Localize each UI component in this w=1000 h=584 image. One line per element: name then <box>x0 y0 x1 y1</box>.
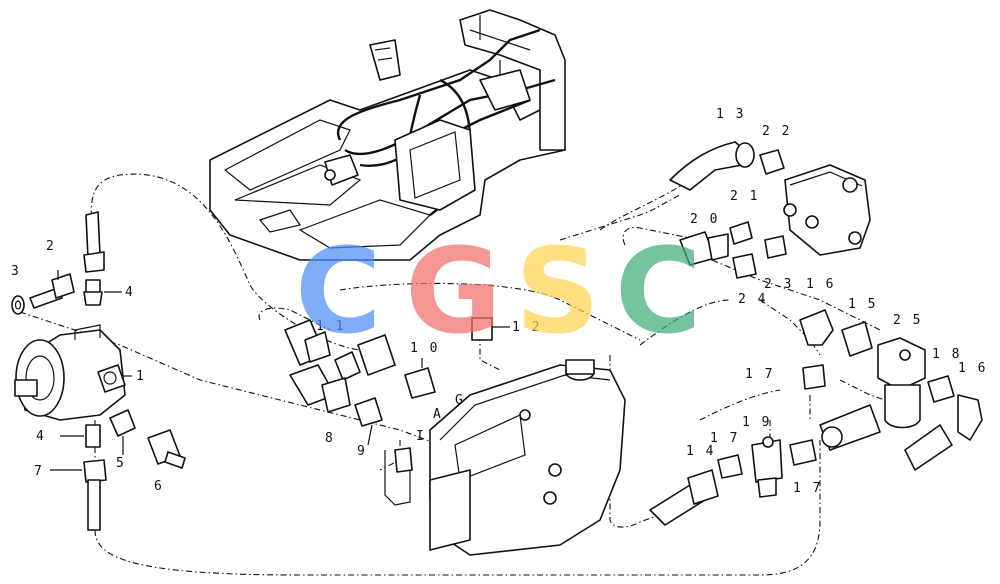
label-21: 2 1 <box>730 189 759 204</box>
bolt-2 <box>29 270 75 309</box>
fitting-22 <box>759 149 785 175</box>
label-11: 1 1 <box>316 319 345 334</box>
label-9: 9 <box>357 444 367 459</box>
switch-19 <box>751 436 783 498</box>
hose-fitting-11 <box>284 319 396 381</box>
label-17-lower: 1 7 <box>793 481 822 496</box>
label-3: 3 <box>11 264 21 279</box>
label-5: 5 <box>116 456 126 471</box>
label-19: 1 9 <box>742 415 771 430</box>
tee-fitting-6 <box>147 429 186 469</box>
fitting-9 <box>354 397 383 446</box>
label-I: I <box>416 429 426 444</box>
washer-3 <box>11 295 25 315</box>
fitting-17-upper <box>802 364 826 390</box>
fitting-23 <box>764 235 787 259</box>
cgsc-watermark: C G S C <box>295 222 702 360</box>
label-16-lower: 1 6 <box>958 361 987 376</box>
hose-7 <box>50 459 107 531</box>
label-6: 6 <box>154 479 164 494</box>
fitting-5 <box>109 409 136 455</box>
elbow-16-lower <box>957 394 983 441</box>
elbow-16-upper <box>799 309 834 346</box>
label-22: 2 2 <box>762 124 791 139</box>
label-A: A <box>433 407 443 422</box>
fitting-17-mid <box>717 454 743 479</box>
hose-right-lower <box>904 424 953 471</box>
fitting-21 <box>729 221 753 245</box>
label-10: 1 0 <box>410 341 439 356</box>
tractor-chassis-frame <box>209 9 566 261</box>
label-25: 2 5 <box>893 313 922 328</box>
label-14: 1 4 <box>686 444 715 459</box>
filter-25 <box>877 337 926 429</box>
callout-labels: 1 2 3 4 4 5 6 7 8 9 1 0 1 1 1 2 1 3 1 4 … <box>11 107 987 496</box>
hose-20 <box>679 231 729 266</box>
label-17-upper: 1 7 <box>745 367 774 382</box>
label-20: 2 0 <box>690 212 719 227</box>
hose-13 <box>669 141 755 191</box>
label-8: 8 <box>325 431 335 446</box>
watermark-letter-c1: C <box>295 222 382 360</box>
label-16-upper: 1 6 <box>806 277 835 292</box>
label-7: 7 <box>34 464 44 479</box>
fitting-4-lower <box>60 424 101 448</box>
hose-14 <box>649 469 719 526</box>
label-23: 2 3 <box>764 277 793 292</box>
fitting-10 <box>404 358 436 399</box>
watermark-letter-s: S <box>515 222 600 360</box>
hose-upper-left <box>83 211 105 273</box>
fitting-4-upper <box>83 279 122 306</box>
fitting-12 <box>471 317 510 341</box>
label-17-mid: 1 7 <box>710 431 739 446</box>
hydraulic-pump <box>14 324 132 421</box>
label-12: 1 2 <box>512 320 541 335</box>
label-4-upper: 4 <box>125 285 135 300</box>
fitting-17-lower <box>789 439 817 466</box>
fitting-18 <box>927 375 955 403</box>
label-24: 2 4 <box>738 292 767 307</box>
watermark-letter-c2: C <box>615 222 702 360</box>
label-15: 1 5 <box>848 297 877 312</box>
watermark-letter-g: G <box>405 222 502 360</box>
label-1: 1 <box>136 369 146 384</box>
hose-fitting-8 <box>289 364 351 413</box>
fitting-24 <box>732 253 757 279</box>
fitting-15 <box>841 321 873 357</box>
valve-block <box>783 164 871 256</box>
hydraulic-tank <box>384 359 626 556</box>
label-13: 1 3 <box>716 107 745 122</box>
label-G: G <box>455 393 465 408</box>
label-4-lower: 4 <box>36 429 46 444</box>
label-2: 2 <box>46 239 56 254</box>
label-18: 1 8 <box>932 347 961 362</box>
hose-fitting-right-mid <box>819 404 881 451</box>
